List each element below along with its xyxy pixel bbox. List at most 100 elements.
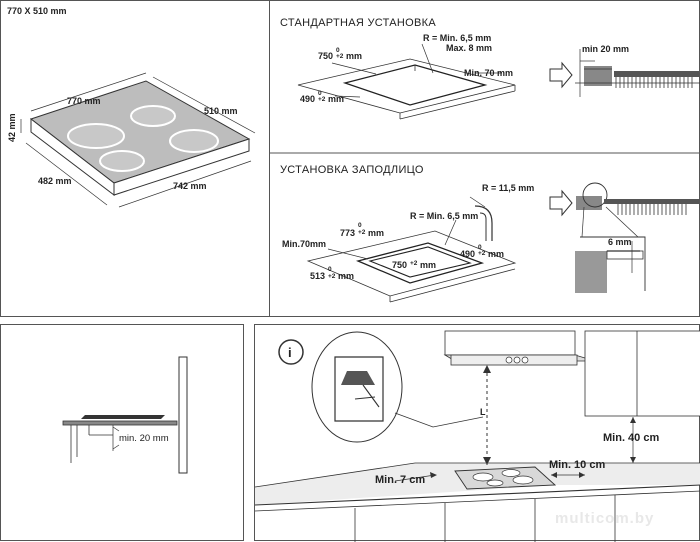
- dim-482-label: 482 mm: [38, 176, 72, 186]
- l-label: L: [480, 407, 486, 417]
- flush-513-sup0: 0: [328, 266, 332, 273]
- min10-label: Min. 10 cm: [549, 459, 605, 471]
- flush-cutout: [368, 246, 472, 278]
- panel-header: 770 X 510 mm: [7, 6, 67, 16]
- std-detail-fins: [615, 77, 693, 88]
- flush-r-inner-leader: [444, 219, 457, 246]
- flush-title: УСТАНОВКА ЗАПОДЛИЦО: [280, 164, 424, 176]
- flush-countertop: [306, 230, 517, 297]
- min7-arrow: [430, 472, 437, 478]
- wall-clearance-panel: min. 20 mm: [0, 324, 244, 541]
- dim-line-482: [25, 142, 108, 206]
- info-icon: [278, 339, 304, 365]
- flush-r-outer-label: R = 11,5 mm: [482, 183, 534, 193]
- worktop-back-edge: [254, 462, 416, 488]
- burner: [512, 475, 534, 485]
- flush-corner-detail: [474, 205, 493, 241]
- flush-490-mm: mm: [488, 249, 504, 259]
- hood-chimney: [444, 330, 576, 356]
- hob-on-worktop: [454, 466, 557, 490]
- flush-773-sup0: 0: [358, 222, 362, 229]
- std-r-label: R = Min. 6,5 mm: [423, 33, 491, 43]
- flush-detail-top-hob: [604, 199, 700, 204]
- hood-button-2: [513, 356, 521, 364]
- burner: [486, 479, 504, 487]
- wall: [178, 356, 188, 474]
- hob-dimensions-panel: 770 X 510 mm 770 mm 510 mm 42 mm 482 mm …: [0, 0, 271, 317]
- std-750-sup: +2: [336, 53, 344, 60]
- min7-dim-line: [394, 474, 436, 482]
- std-min20-label: min 20 mm: [582, 44, 629, 54]
- arrow-right-icon: [549, 61, 573, 89]
- hob-side-front: [113, 138, 250, 196]
- info-icon-glyph: i: [288, 345, 292, 360]
- flush-min70-label: Min.70mm: [282, 239, 326, 249]
- flush-513-label: 513: [310, 271, 325, 281]
- min20-arrow: [112, 426, 120, 432]
- flush-min70-leader: [327, 248, 369, 260]
- flush-detail-top-hatch: [576, 196, 602, 210]
- burner-front: [99, 150, 145, 172]
- flush-750-mm: mm: [420, 260, 436, 270]
- std-750-sup0: 0: [336, 47, 340, 54]
- flush-773-mm: mm: [368, 228, 384, 238]
- dim-line-510: [152, 76, 256, 134]
- burner-right: [169, 129, 219, 153]
- hood-zoom-bracket: [354, 396, 376, 400]
- std-r-leader: [421, 43, 434, 74]
- hood-zoom-frame: [334, 356, 384, 422]
- worktop-front-edge: [254, 484, 700, 506]
- flush-enlarged-detail: [575, 236, 646, 293]
- std-detail-hatch: [584, 66, 612, 86]
- std-750-mm: mm: [346, 51, 362, 61]
- flush-edge-front: [389, 268, 516, 303]
- worktop: [62, 420, 178, 426]
- dim-42-label: 42 mm: [7, 113, 17, 142]
- callout-leader: [394, 412, 484, 428]
- l-arrow-up: [483, 365, 491, 373]
- dim-line-742: [118, 160, 252, 208]
- l-arrow-down: [483, 457, 491, 465]
- wall-cabinet-right: [584, 330, 700, 417]
- arrow-right-icon: [549, 189, 573, 217]
- min20-label: min. 20 mm: [119, 433, 169, 444]
- flush-750-label: 750: [392, 260, 407, 270]
- installation-drawing: СТАНДАРТНАЯ УСТАНОВКА R = Min. 6,5 mm Ma…: [270, 17, 700, 303]
- min7-label: Min. 7 cm: [375, 474, 425, 486]
- std-490-label: 490: [300, 94, 315, 104]
- std-750-label: 750: [318, 51, 333, 61]
- std-cutout: [342, 64, 488, 106]
- burner-back: [130, 105, 176, 127]
- std-min70-label: Min. 70 mm: [464, 68, 513, 78]
- burner: [472, 472, 494, 482]
- hob-side-view: [81, 415, 165, 419]
- flush-513-mm: mm: [338, 271, 354, 281]
- flush-corner-inner: [479, 212, 487, 241]
- min40-label: Min. 40 cm: [603, 432, 659, 444]
- hood-zoom-arm: [362, 384, 380, 408]
- dim-510-label: 510 mm: [204, 106, 238, 116]
- kitchen-clearance-panel: i L: [254, 324, 700, 542]
- watermark: multicom.by: [555, 510, 654, 527]
- dim-770-label: 770 mm: [67, 96, 101, 106]
- std-490-sup: +2: [318, 96, 326, 103]
- flush-750-sup: +2: [410, 260, 418, 267]
- cabinet-top: [254, 490, 700, 512]
- min40-arrow-down: [630, 457, 636, 463]
- std-490-leader: [334, 95, 361, 98]
- std-detail-hob: [614, 71, 700, 77]
- flush-490-sup0: 0: [478, 244, 482, 251]
- min20-arrow2: [112, 444, 120, 450]
- std-max-label: Max. 8 mm: [446, 43, 492, 53]
- std-750-leader: [331, 62, 377, 75]
- std-490-sup0: 0: [318, 90, 322, 97]
- min10-arrow-right: [579, 472, 585, 478]
- flush-6mm-label: 6 mm: [608, 237, 632, 247]
- flush-zoom-leader-right: [605, 206, 639, 238]
- wall-clearance-drawing: min. 20 mm: [62, 356, 188, 474]
- kitchen-drawing: i L: [254, 330, 700, 542]
- flush-r-inner-label: R = Min. 6,5 mm: [410, 211, 478, 221]
- min40-arrow-up: [630, 417, 636, 423]
- hob-dimensions-drawing: 770 X 510 mm 770 mm 510 mm 42 mm 482 mm …: [7, 6, 256, 208]
- flush-513-sup: +2: [328, 273, 336, 280]
